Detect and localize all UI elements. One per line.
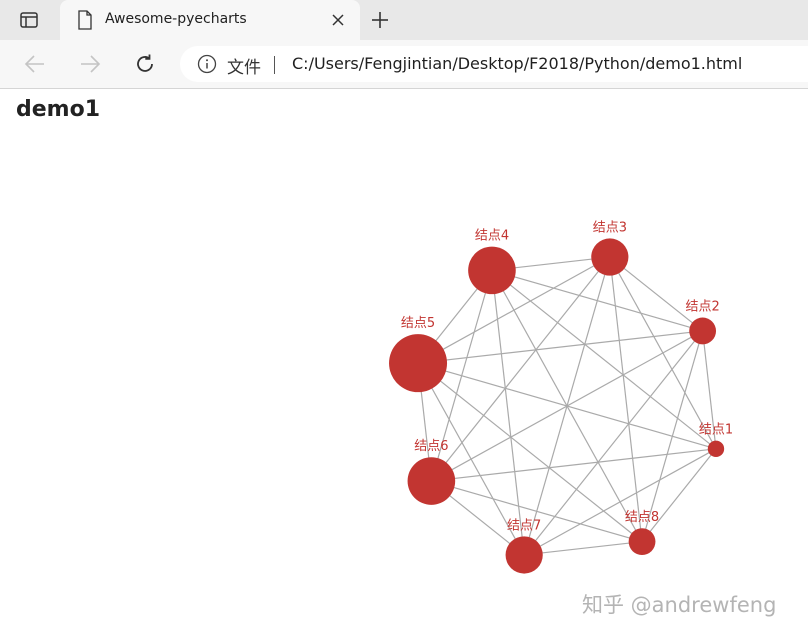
graph-edge (491, 270, 643, 542)
scheme-label: 文件 (227, 58, 261, 78)
page-content: demo1 结点1 结点2 结点3 结点4 结点5 结点6 结点7 结点8 知乎 @andre… (0, 89, 808, 639)
graph-node[interactable] (689, 317, 717, 345)
tab-title: Awesome-pyecharts (105, 11, 247, 27)
page-icon (78, 10, 92, 30)
graph-edge (609, 256, 643, 542)
graph-edge (417, 362, 525, 556)
graph-edges (417, 256, 717, 556)
graph-edge (702, 330, 717, 449)
graph-edge (641, 330, 704, 542)
forward-arrow-icon[interactable] (78, 53, 102, 75)
graph-node[interactable] (591, 238, 629, 276)
graph-edge (431, 448, 717, 482)
tab-actions-icon[interactable] (19, 10, 39, 30)
graph-edge (417, 330, 703, 364)
back-arrow-icon[interactable] (23, 53, 47, 75)
graph-edge (641, 448, 717, 542)
active-tab[interactable]: Awesome-pyecharts (60, 0, 360, 40)
graph-node[interactable] (707, 440, 725, 458)
graph-node-label: 结点6 (414, 439, 448, 454)
graph-node-label: 结点8 (625, 510, 659, 525)
new-tab-icon[interactable] (370, 10, 390, 30)
graph-node[interactable] (628, 528, 656, 556)
omnibox[interactable]: 文件 C:/Users/Fengjintian/Desktop/F2018/Py… (180, 46, 808, 82)
graph-edge (524, 541, 643, 556)
graph-node-label: 结点4 (475, 229, 509, 244)
address-separator (274, 56, 275, 74)
graph-edge (609, 256, 703, 332)
graph-edge (491, 269, 717, 450)
graph-edge (417, 362, 643, 543)
graph-node-label: 结点3 (593, 220, 627, 235)
url-text[interactable]: C:/Users/Fengjintian/Desktop/F2018/Pytho… (292, 54, 743, 73)
graph-edge (430, 256, 611, 482)
graph-node-label: 结点2 (685, 300, 719, 315)
graph-edge (523, 330, 704, 556)
graph-node[interactable] (468, 246, 516, 295)
tab-bar: Awesome-pyecharts (0, 0, 808, 40)
reload-icon[interactable] (133, 52, 157, 76)
graph-node-label: 结点5 (401, 316, 435, 331)
graph-node[interactable] (389, 334, 448, 393)
page-heading: demo1 (16, 97, 101, 122)
graph-chart: 结点1 结点2 结点3 结点4 结点5 结点6 结点7 结点8 (389, 220, 733, 574)
graph-edge (430, 270, 493, 482)
graph-node-label: 结点1 (699, 423, 733, 438)
close-icon[interactable] (330, 12, 346, 28)
graph-node[interactable] (407, 457, 456, 505)
address-bar: 文件 C:/Users/Fengjintian/Desktop/F2018/Py… (0, 40, 808, 89)
watermark: 知乎 @andrewfeng (582, 593, 777, 617)
graph-edge (431, 480, 643, 543)
graph-node[interactable] (505, 536, 543, 574)
info-icon[interactable] (197, 54, 217, 74)
graph-node-label: 结点7 (507, 518, 541, 533)
graph-edge (491, 270, 525, 556)
